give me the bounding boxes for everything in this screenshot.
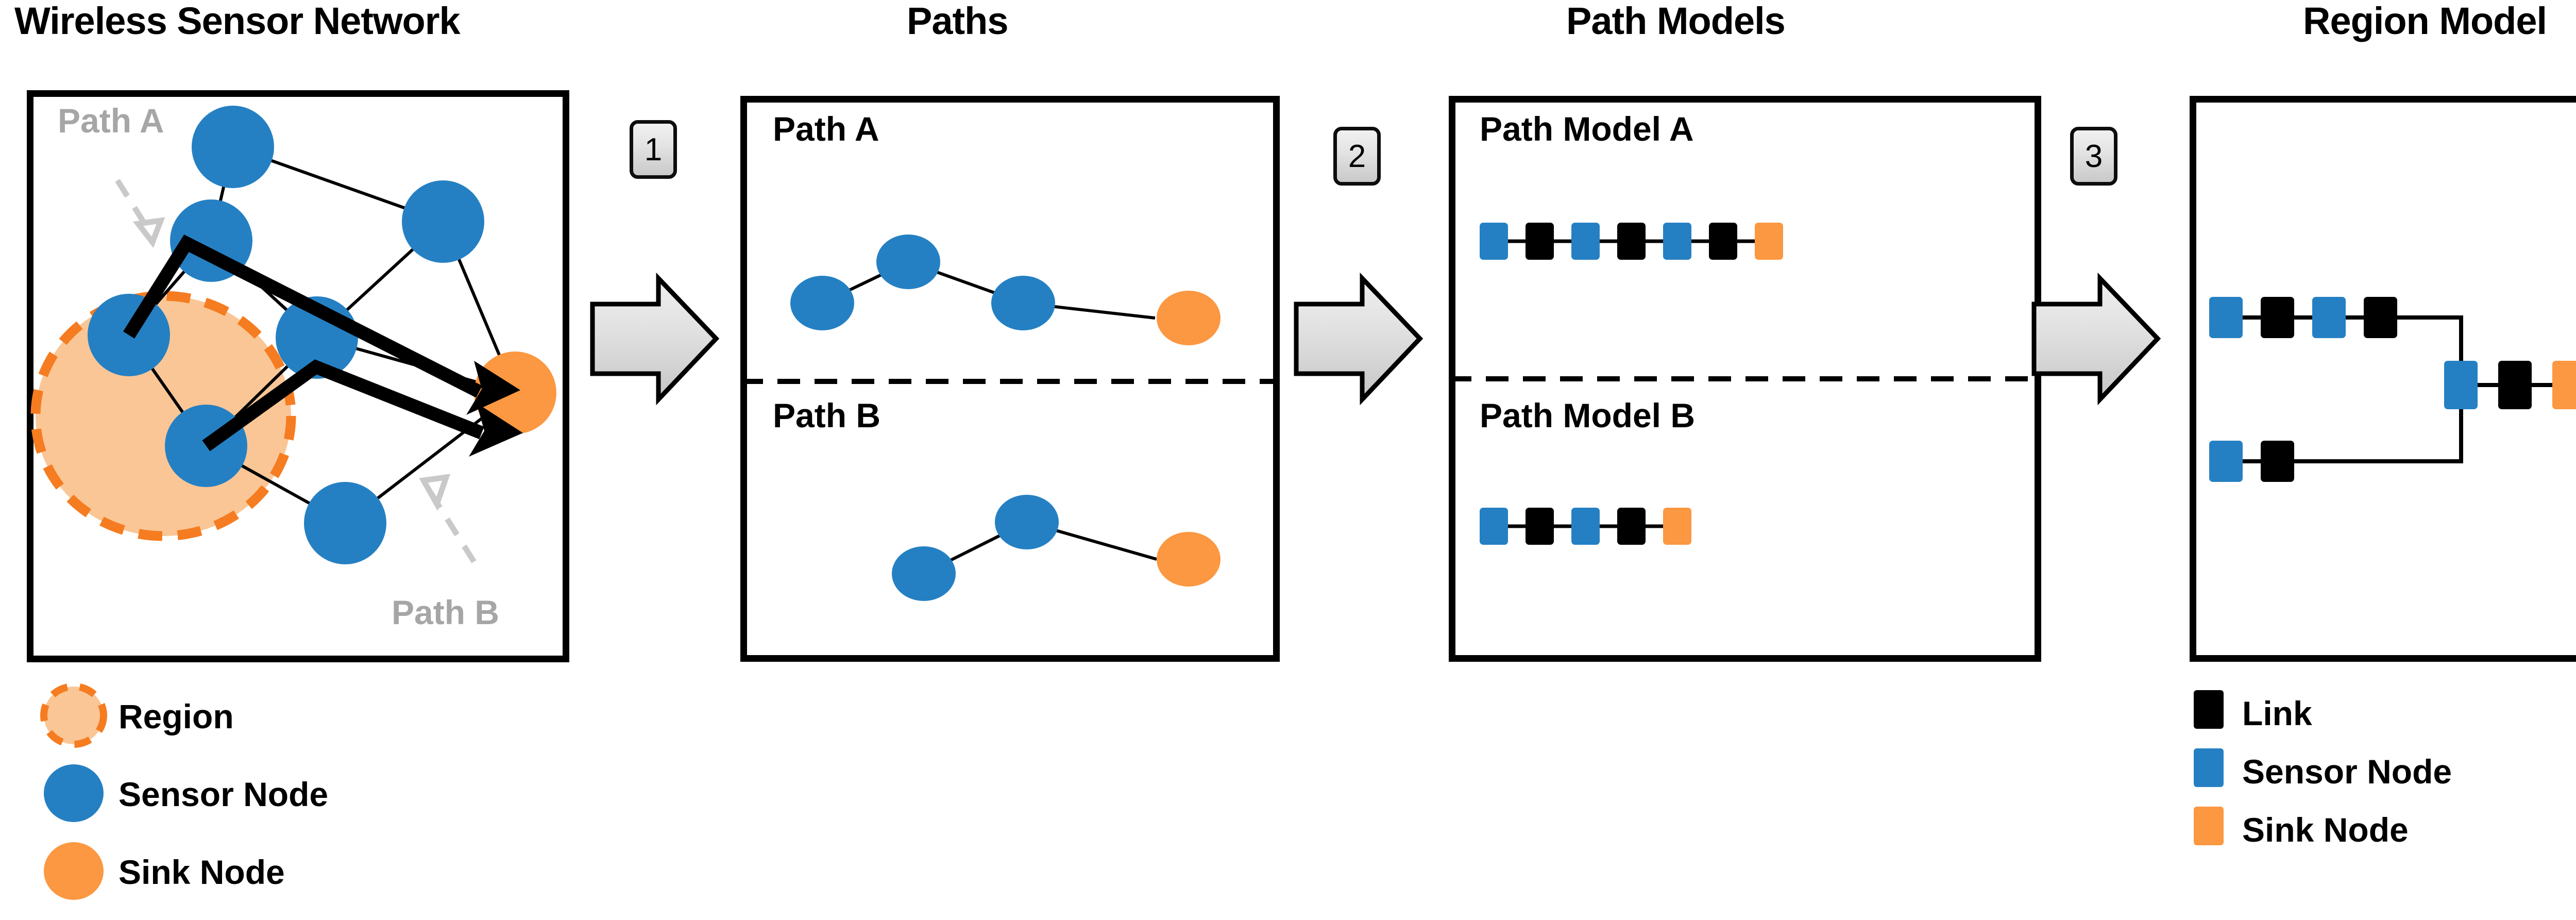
- region-top-box-1: [2261, 297, 2294, 338]
- wsn-panel-box: [27, 90, 569, 662]
- path-model-a-box-5: [1709, 223, 1737, 260]
- region-legend-swatch-sink: [2194, 807, 2224, 845]
- path-model-a-box-4: [1663, 223, 1691, 260]
- region-bottom-box-0: [2209, 441, 2243, 482]
- step-badge-1[interactable]: 1: [630, 120, 677, 179]
- wsn-legend-sensor-swatch: [44, 764, 104, 822]
- flow-arrow-1: [590, 272, 720, 406]
- path-models-panel-title: Path Models: [1566, 0, 1786, 42]
- wsn-legend-sink-swatch: [44, 842, 104, 900]
- wsn-path-b-annotation: Path B: [392, 593, 500, 631]
- path-model-b-box-0: [1480, 508, 1508, 545]
- path-model-a-box-0: [1480, 223, 1508, 260]
- region-top-box-0: [2209, 297, 2243, 338]
- region-legend-swatch-sensor: [2194, 748, 2224, 787]
- flow-arrow-3: [2031, 272, 2161, 406]
- path-model-b-box-1: [1526, 508, 1554, 545]
- step-badge-2[interactable]: 2: [1333, 127, 1381, 186]
- step-badge-2-number: 2: [1348, 138, 1366, 174]
- path-model-a-box-1: [1526, 223, 1554, 260]
- paths-row-b-label: Path B: [773, 396, 881, 434]
- region-model-panel-title: Region Model: [2303, 0, 2547, 42]
- paths-row-a-label: Path A: [773, 110, 879, 148]
- region-trunk-box-2: [2552, 361, 2576, 409]
- wsn-legend-region-swatch: [40, 683, 107, 748]
- paths-panel-title: Paths: [907, 0, 1009, 42]
- region-legend-label-sensor: Sensor Node: [2242, 752, 2452, 791]
- region-legend-label-link: Link: [2242, 694, 2312, 732]
- region-trunk-box-1: [2498, 361, 2532, 409]
- path-model-a-box-2: [1571, 223, 1600, 260]
- paths-panel-box: [740, 96, 1280, 662]
- wsn-legend-label-sensor: Sensor Node: [118, 775, 329, 813]
- path-model-a-label: Path Model A: [1480, 110, 1694, 148]
- region-top-box-3: [2364, 297, 2397, 338]
- path-model-b-box-3: [1617, 508, 1646, 545]
- region-bottom-box-1: [2261, 441, 2294, 482]
- flow-arrow-2: [1294, 272, 1423, 406]
- region-legend-label-sink: Sink Node: [2242, 811, 2409, 849]
- path-model-b-label: Path Model B: [1480, 396, 1696, 434]
- step-badge-1-number: 1: [644, 131, 663, 168]
- region-legend-swatch-link: [2194, 690, 2224, 729]
- wsn-legend-label-region: Region: [118, 697, 234, 735]
- path-models-panel-box: [1449, 96, 2041, 662]
- step-badge-3-number: 3: [2084, 138, 2103, 174]
- region-top-box-2: [2312, 297, 2346, 338]
- path-model-b-box-4: [1663, 508, 1691, 545]
- wsn-path-a-annotation: Path A: [58, 102, 164, 140]
- path-model-b-box-2: [1571, 508, 1600, 545]
- wsn-legend-label-sink: Sink Node: [118, 853, 285, 891]
- path-model-a-box-6: [1755, 223, 1783, 260]
- path-model-a-box-3: [1617, 223, 1646, 260]
- region-trunk-box-0: [2444, 361, 2478, 409]
- step-badge-3[interactable]: 3: [2070, 127, 2117, 186]
- wsn-panel-title: Wireless Sensor Network: [14, 0, 461, 42]
